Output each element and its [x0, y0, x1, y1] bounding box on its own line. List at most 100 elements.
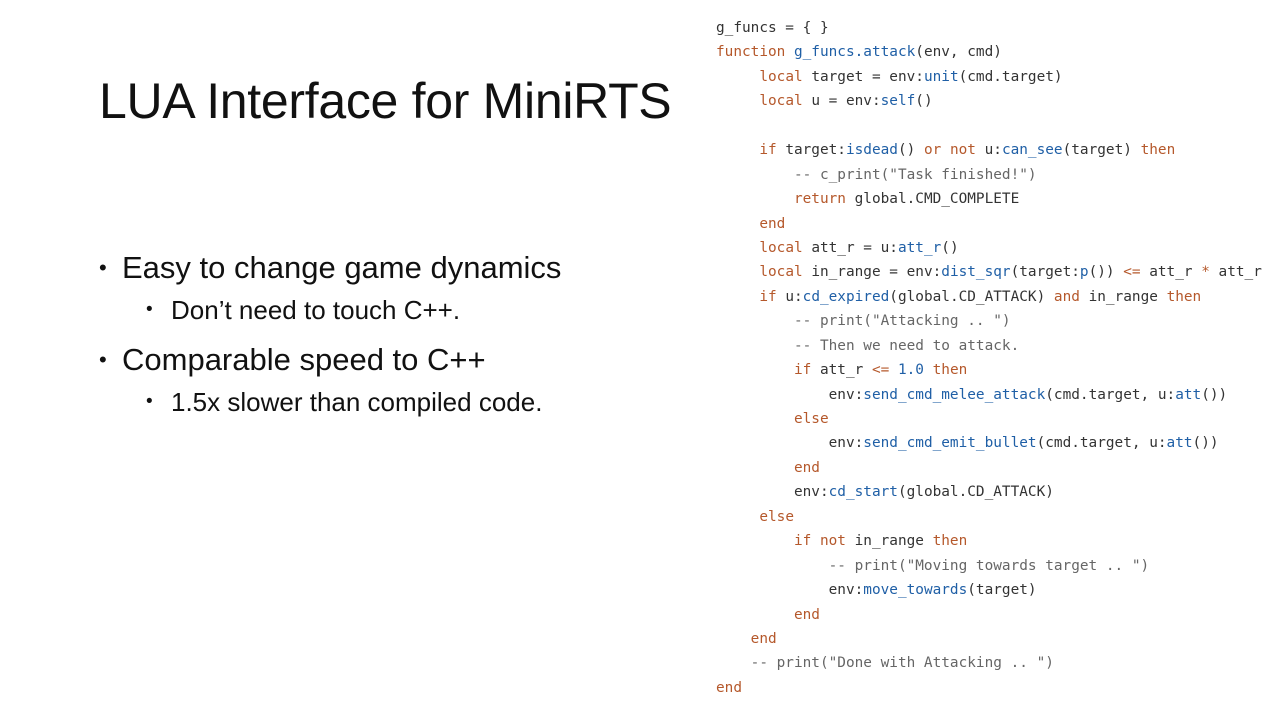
code-token: move_towards	[863, 582, 968, 599]
code-token	[716, 533, 794, 549]
code-token: -- print("Done with Attacking .. ")	[716, 655, 1054, 672]
code-line: if u:cd_expired(global.CD_ATTACK) and in…	[716, 285, 1278, 309]
bullet-dot-icon: •	[99, 255, 107, 280]
code-line: local att_r = u:att_r()	[716, 236, 1278, 260]
code-token: ()	[915, 93, 933, 110]
code-line: -- print("Done with Attacking .. ")	[716, 651, 1278, 675]
code-token: ()	[941, 239, 959, 256]
code-token: cd_start	[828, 484, 898, 501]
code-token: then	[932, 533, 968, 550]
code-line: else	[716, 505, 1278, 529]
code-line: env:cd_start(global.CD_ATTACK)	[716, 480, 1278, 504]
code-line: env:send_cmd_emit_bullet(cmd.target, u:a…	[716, 431, 1278, 455]
code-token: g_funcs.attack	[793, 44, 916, 61]
code-token	[716, 216, 759, 232]
code-token: att	[1166, 435, 1193, 452]
code-line: g_funcs = { }	[716, 16, 1278, 40]
code-listing: g_funcs = { } function g_funcs.attack(env…	[716, 16, 1278, 700]
code-token	[716, 264, 759, 280]
code-token	[785, 44, 794, 60]
code-token	[716, 411, 794, 427]
code-token: att_r	[1209, 264, 1262, 281]
code-token: local	[759, 93, 803, 110]
code-token: then	[1140, 142, 1176, 159]
code-token	[716, 607, 794, 623]
code-token: if	[759, 288, 777, 305]
code-token: ()	[897, 142, 924, 159]
code-token: end	[716, 679, 742, 696]
code-token: (env, cmd)	[915, 44, 1002, 61]
code-token: ())	[1192, 435, 1219, 452]
code-token: env:	[716, 386, 864, 403]
code-token: local	[759, 264, 803, 281]
code-token: att_r	[897, 239, 942, 256]
code-line: end	[716, 676, 1278, 700]
code-token	[716, 240, 759, 256]
code-token: in_range	[1079, 288, 1167, 305]
code-token: self	[880, 93, 916, 110]
code-token: end	[750, 630, 777, 647]
code-line: else	[716, 407, 1278, 431]
code-token: local	[759, 68, 803, 85]
code-token: (target:	[1010, 264, 1080, 281]
code-token	[716, 93, 759, 109]
code-token	[716, 69, 759, 85]
code-token: (global.CD_ATTACK)	[889, 288, 1054, 305]
code-token	[924, 362, 933, 378]
code-token: u:	[975, 142, 1002, 159]
bullet-list: • Easy to change game dynamics • Don’t n…	[99, 246, 561, 430]
code-token: u:	[776, 288, 803, 305]
code-token: att_r	[811, 362, 872, 379]
code-line: end	[716, 603, 1278, 627]
code-token: -- print("Attacking .. ")	[716, 313, 1011, 330]
code-line: end	[716, 212, 1278, 236]
code-token: att	[1175, 386, 1202, 403]
code-token: end	[759, 215, 786, 232]
code-token: target:	[776, 142, 846, 159]
code-token: att_r	[1140, 264, 1202, 281]
bullet-dot-icon: •	[146, 299, 153, 320]
sub-bullet-item: • 1.5x slower than compiled code.	[99, 382, 561, 422]
code-token: env:	[716, 582, 864, 599]
code-token: (cmd.target, u:	[1036, 435, 1167, 452]
code-line: env:move_towards(target)	[716, 578, 1278, 602]
code-token	[716, 509, 759, 525]
code-line: return global.CMD_COMPLETE	[716, 187, 1278, 211]
code-line: -- Then we need to attack.	[716, 334, 1278, 358]
code-token: (global.CD_ATTACK)	[897, 484, 1054, 501]
code-token: function	[716, 44, 786, 61]
code-token: cd_expired	[802, 288, 890, 305]
bullet-dot-icon: •	[99, 347, 107, 372]
code-token: send_cmd_emit_bullet	[863, 435, 1037, 452]
code-line: -- print("Moving towards target .. ")	[716, 554, 1278, 578]
code-token	[889, 362, 898, 378]
code-token	[716, 142, 759, 158]
code-token: if	[793, 362, 812, 379]
code-token: (cmd.target)	[958, 68, 1063, 85]
code-line: -- print("Attacking .. ")	[716, 309, 1278, 333]
sub-bullet-item: • Don’t need to touch C++.	[99, 290, 561, 330]
code-line: -- c_print("Task finished!")	[716, 163, 1278, 187]
code-line: end	[716, 456, 1278, 480]
code-token	[716, 289, 759, 305]
code-token: att_r = u:	[802, 239, 898, 256]
code-token: else	[793, 411, 829, 427]
code-token: <=	[871, 362, 890, 379]
bullet-dot-icon: •	[146, 391, 153, 412]
code-token: -- c_print("Task finished!")	[716, 166, 1037, 183]
code-token: ())	[1201, 386, 1228, 403]
code-token: 1.0	[897, 362, 924, 379]
bullet-item: • Easy to change game dynamics	[99, 246, 561, 290]
sub-bullet-text: Don’t need to touch C++.	[171, 295, 461, 325]
code-token: (cmd.target, u:	[1045, 386, 1176, 403]
code-line: local u = env:self()	[716, 89, 1278, 113]
code-token: in_range = env:	[802, 264, 942, 281]
code-token: unit	[923, 68, 959, 85]
code-token: target = env:	[802, 68, 924, 85]
code-line: local target = env:unit(cmd.target)	[716, 65, 1278, 89]
code-token: end	[793, 606, 820, 623]
code-token: isdead	[845, 142, 898, 159]
bullet-text: Easy to change game dynamics	[122, 250, 562, 285]
code-token: and	[1053, 288, 1080, 305]
